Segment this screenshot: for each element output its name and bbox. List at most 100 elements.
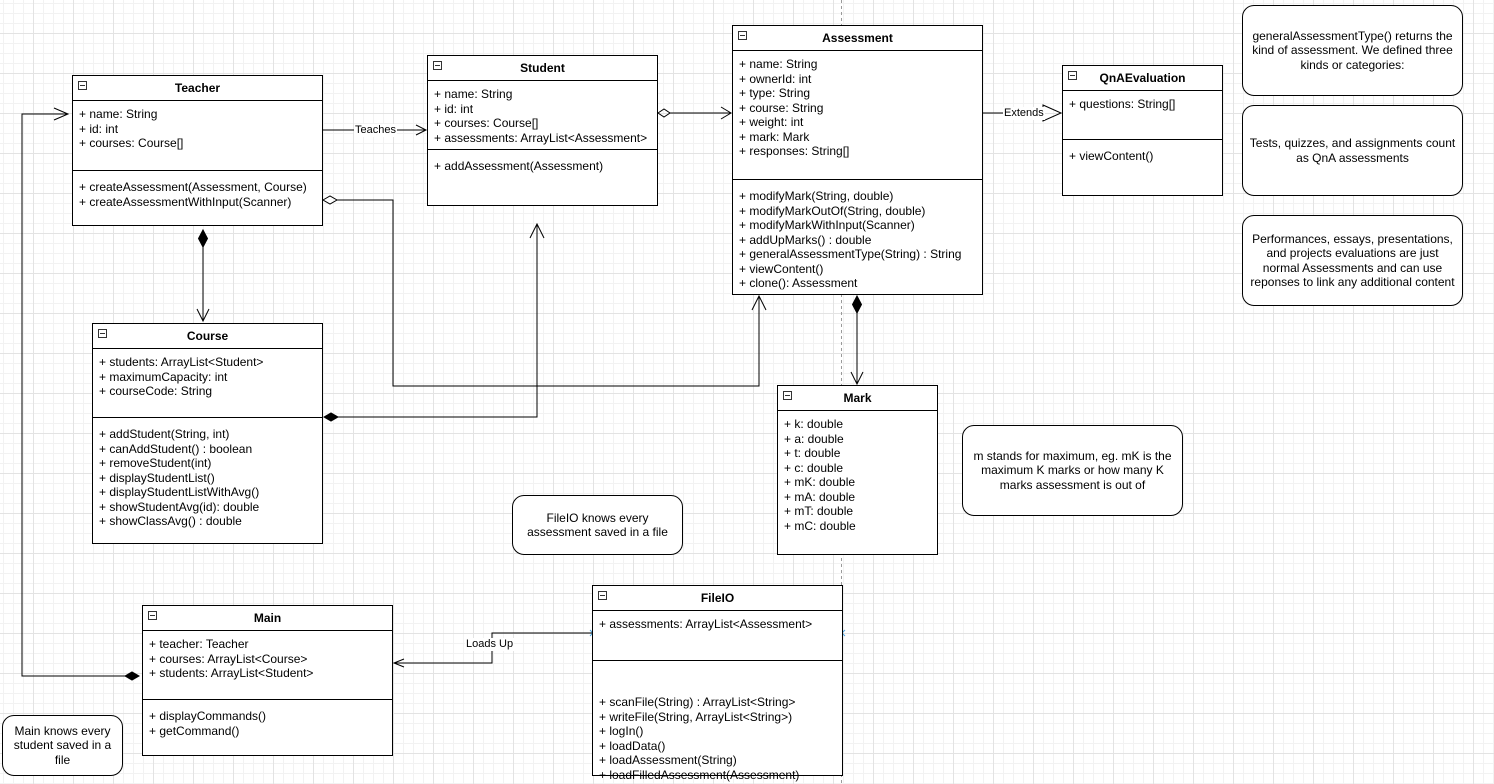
attribute: + mA: double xyxy=(784,489,856,504)
class-mark[interactable]: Mark + k: double + a: double + t: double… xyxy=(777,385,938,555)
attributes-section: + students: ArrayList<Student> + maximum… xyxy=(93,349,322,418)
composition-diamond-course xyxy=(322,412,340,422)
method: + generalAssessmentType(String) : String xyxy=(739,247,962,261)
method: + modifyMarkWithInput(Scanner) xyxy=(739,218,915,232)
attribute: + ownerId: int xyxy=(739,71,812,86)
collapse-icon[interactable] xyxy=(783,391,792,400)
arrowhead-student-assessment xyxy=(720,106,732,120)
collapse-icon[interactable] xyxy=(148,611,157,620)
class-assessment[interactable]: Assessment + name: String + ownerId: int… xyxy=(732,25,983,295)
class-name: Mark xyxy=(843,391,872,405)
attribute: + mC: double xyxy=(784,518,856,533)
attribute: + mK: double xyxy=(784,475,856,489)
class-header: Student xyxy=(428,56,657,81)
attribute: + assessments: ArrayList<Assessment> xyxy=(599,617,813,631)
attribute: + k: double xyxy=(784,417,844,431)
attribute: + teacher: Teacher xyxy=(149,637,249,651)
attribute: + t: double xyxy=(784,446,841,460)
edge-main-teacher[interactable] xyxy=(21,113,125,677)
method: + removeStudent(int) xyxy=(99,456,212,470)
attribute: + weight: int xyxy=(739,115,804,129)
attribute: + courses: Course[] xyxy=(79,136,184,150)
class-name: QnAEvaluation xyxy=(1099,71,1186,85)
composition-diamond-assessment xyxy=(851,294,863,315)
method: + clone(): Assessment xyxy=(739,276,858,290)
method: + viewContent() xyxy=(1069,149,1154,163)
edge-course-student[interactable] xyxy=(338,224,538,418)
methods-section: + addAssessment(Assessment) xyxy=(428,150,657,174)
composition-diamond-main xyxy=(123,671,141,681)
attributes-section: + name: String + id: int + courses: Cour… xyxy=(428,81,657,150)
collapse-icon[interactable] xyxy=(78,81,87,90)
class-name: FileIO xyxy=(700,591,735,605)
class-name: Assessment xyxy=(822,31,893,45)
method: + modifyMark(String, double) xyxy=(739,189,894,203)
attribute: + course: String xyxy=(739,100,824,115)
class-header: Course xyxy=(93,324,322,349)
attribute: + assessments: ArrayList<Assessment> xyxy=(434,130,648,145)
collapse-icon[interactable] xyxy=(98,329,107,338)
attribute: + students: ArrayList<Student> xyxy=(149,666,314,680)
method: + addStudent(String, int) xyxy=(99,427,230,441)
class-main[interactable]: Main + teacher: Teacher + courses: Array… xyxy=(142,605,393,756)
note-qna-types[interactable]: Tests, quizzes, and assignments count as… xyxy=(1242,105,1463,196)
class-teacher[interactable]: Teacher + name: String + id: int + cours… xyxy=(72,75,323,226)
class-name: Student xyxy=(520,61,565,75)
class-header: QnAEvaluation xyxy=(1063,66,1222,91)
note-fileio-knows[interactable]: FileIO knows every assessment saved in a… xyxy=(512,495,683,555)
attribute: + courses: ArrayList<Course> xyxy=(149,651,308,666)
attribute: + name: String xyxy=(434,87,513,101)
class-course[interactable]: Course + students: ArrayList<Student> + … xyxy=(92,323,323,544)
edge-label-loads-up: Loads Up xyxy=(465,638,515,651)
attribute: + a: double xyxy=(784,431,844,446)
class-student[interactable]: Student + name: String + id: int + cours… xyxy=(427,55,658,206)
collapse-icon[interactable] xyxy=(433,61,442,70)
class-name: Teacher xyxy=(174,81,221,95)
attribute: + c: double xyxy=(784,460,844,475)
methods-section: + scanFile(String) : ArrayList<String> +… xyxy=(593,661,842,782)
attribute: + questions: String[] xyxy=(1069,97,1176,111)
edge-teacher-assessment[interactable] xyxy=(336,199,760,387)
method: + loadData() xyxy=(599,738,666,753)
note-max-marks[interactable]: m stands for maximum, eg. mK is the maxi… xyxy=(962,425,1183,516)
attributes-section: + teacher: Teacher + courses: ArrayList<… xyxy=(143,631,392,700)
generalization-triangle xyxy=(1042,104,1063,122)
note-general-assessment-type[interactable]: generalAssessmentType() returns the kind… xyxy=(1242,5,1463,96)
method: + addUpMarks() : double xyxy=(739,232,872,247)
attributes-section: + questions: String[] xyxy=(1063,91,1222,140)
attribute: + type: String xyxy=(739,86,811,100)
method: + loadFilledAssessment(Assessment) xyxy=(599,767,800,782)
class-header: Main xyxy=(143,606,392,631)
attribute: + courses: Course[] xyxy=(434,116,539,130)
attribute: + responses: String[] xyxy=(739,144,850,158)
collapse-icon[interactable] xyxy=(1068,71,1077,80)
attribute: + name: String xyxy=(79,107,158,121)
methods-section: + createAssessment(Assessment, Course) +… xyxy=(73,171,322,209)
attributes-section: + k: double + a: double + t: double + c:… xyxy=(778,411,937,533)
arrowhead-teacher-assessment xyxy=(751,294,767,311)
attribute: + mT: double xyxy=(784,504,854,518)
arrowhead-main-teacher xyxy=(53,107,70,121)
method: + displayStudentListWithAvg() xyxy=(99,485,260,499)
aggregation-diamond-student xyxy=(657,108,671,118)
method: + modifyMarkOutOf(String, double) xyxy=(739,203,926,218)
arrowhead-teaches xyxy=(415,124,428,136)
method: + canAddStudent() : boolean xyxy=(99,441,253,456)
note-main-knows[interactable]: Main knows every student saved in a file xyxy=(2,715,123,776)
aggregation-diamond-teacher xyxy=(321,195,339,205)
attribute: + name: String xyxy=(739,57,818,71)
collapse-icon[interactable] xyxy=(598,591,607,600)
attribute: + maximumCapacity: int xyxy=(99,369,228,384)
collapse-icon[interactable] xyxy=(738,31,747,40)
attribute: + id: int xyxy=(79,121,119,136)
methods-section: + addStudent(String, int) + canAddStuden… xyxy=(93,418,322,529)
note-normal-types[interactable]: Performances, essays, presentations, and… xyxy=(1242,215,1463,306)
method: + getCommand() xyxy=(149,723,240,738)
methods-section: + viewContent() xyxy=(1063,140,1222,164)
method: + loadAssessment(String) xyxy=(599,753,737,767)
attribute: + mark: Mark xyxy=(739,129,810,144)
class-qnaevaluation[interactable]: QnAEvaluation + questions: String[] + vi… xyxy=(1062,65,1223,196)
methods-section: + displayCommands() + getCommand() xyxy=(143,700,392,738)
methods-section: + modifyMark(String, double) + modifyMar… xyxy=(733,180,982,291)
class-fileio[interactable]: FileIO + assessments: ArrayList<Assessme… xyxy=(592,585,843,782)
